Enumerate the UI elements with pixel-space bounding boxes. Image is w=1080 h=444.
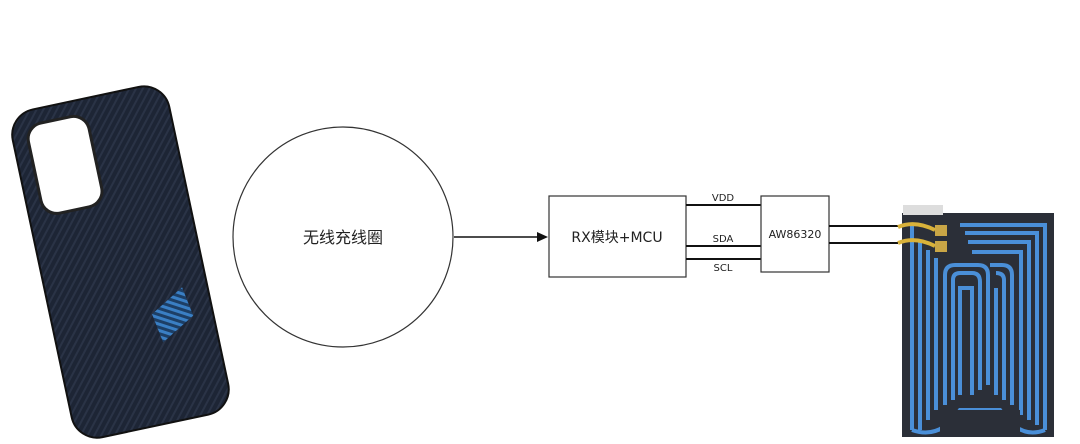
aw86320-label: AW86320 [769, 228, 822, 241]
coil-label: 无线充线圈 [303, 228, 383, 247]
phone-case-image [11, 85, 230, 439]
sda-label: SDA [713, 234, 734, 245]
aw86320-box [760, 195, 830, 273]
vdd-label: VDD [712, 193, 735, 204]
rx-mcu-label: RX模块+MCU [571, 230, 662, 246]
heater-pad-image [897, 205, 1054, 437]
rx-mcu-box [548, 195, 687, 278]
coil-circle [232, 126, 454, 348]
scl-label: SCL [714, 263, 733, 274]
case-accent-stripe [151, 287, 194, 343]
arrow-head-icon [537, 232, 548, 242]
